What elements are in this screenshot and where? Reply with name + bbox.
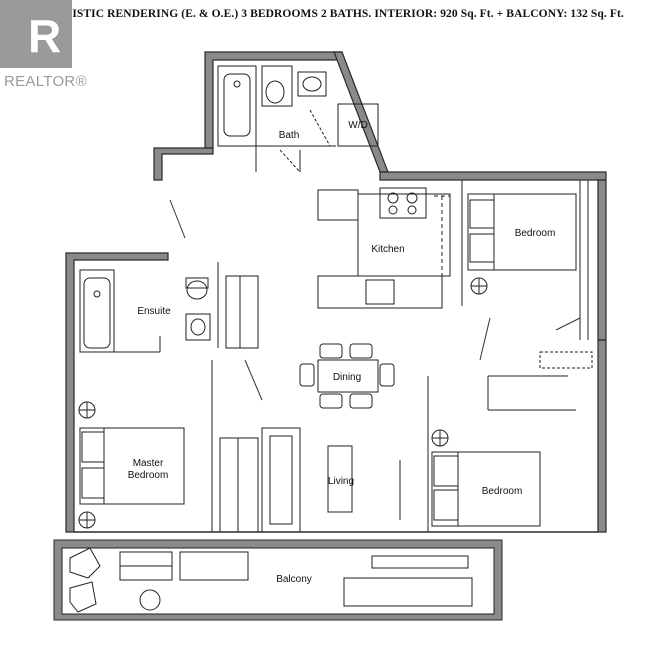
room-label-kitchen: Kitchen	[371, 244, 404, 255]
balcony-area	[53, 539, 503, 621]
room-label-master-line1: Master	[133, 458, 164, 469]
plan-title: ARTISTIC RENDERING (E. & O.E.) 3 BEDROOM…	[48, 8, 624, 20]
kitchen-area	[317, 187, 451, 309]
bedroom-ne-room	[461, 180, 589, 340]
room-label-dining: Dining	[333, 372, 361, 383]
room-label-wd: W/D	[348, 120, 367, 131]
room-label-bedroom-ne: Bedroom	[515, 228, 556, 239]
realtor-logo-text: REALTOR®	[4, 73, 87, 90]
room-label-bath: Bath	[279, 130, 300, 141]
dining-set	[299, 343, 395, 409]
room-label-balcony: Balcony	[276, 574, 312, 585]
room-label-ensuite: Ensuite	[137, 306, 171, 317]
door-swings	[169, 199, 581, 401]
realtor-logo: R REALTOR®	[0, 0, 87, 98]
room-label-master-line2: Bedroom	[128, 470, 169, 481]
exterior-walls	[65, 51, 607, 533]
bedroom-se-room	[427, 351, 593, 532]
bath-room	[217, 65, 379, 173]
ensuite-room	[79, 262, 259, 353]
realtor-logo-block	[0, 0, 72, 68]
realtor-logo-letter: R	[28, 10, 61, 62]
master-bedroom-room	[78, 360, 259, 533]
room-label-living: Living	[328, 476, 354, 487]
room-label-bedroom-se: Bedroom	[482, 486, 523, 497]
